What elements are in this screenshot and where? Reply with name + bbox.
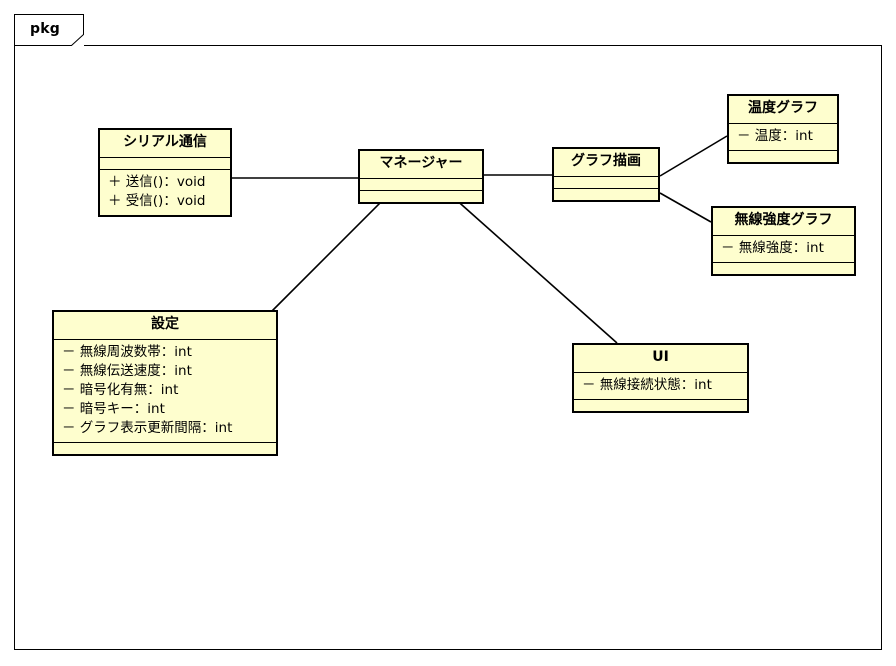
attributes-compartment-settings: － 無線周波数帯：int － 無線伝送速度：int － 暗号化有無：int － … (54, 340, 276, 443)
class-separator (713, 234, 854, 236)
class-separator (713, 261, 854, 263)
class-name-ui: UI (652, 349, 669, 365)
attribute-item: － 暗号キー：int (62, 400, 165, 417)
attribute-item: － 暗号化有無：int (62, 381, 179, 398)
attributes-compartment-rssi-graph: － 無線強度：int (713, 236, 854, 262)
class-name-temp-graph: 温度グラフ (748, 100, 818, 116)
operations-compartment-settings (54, 443, 276, 454)
operations-compartment-graphdraw (554, 189, 658, 200)
attribute-item: － 無線伝送速度：int (62, 362, 192, 379)
package-frame: pkg (14, 14, 884, 652)
class-separator (100, 168, 230, 170)
attribute-item: － 無線周波数帯：int (62, 343, 192, 360)
operation-item: ＋ 受信()：void (108, 192, 206, 209)
package-tab-shape (14, 14, 84, 46)
class-box-temp-graph[interactable]: 温度グラフ － 温度：int (727, 94, 839, 164)
operations-compartment-rssi-graph (713, 263, 854, 274)
class-separator (360, 189, 482, 191)
class-separator (574, 371, 747, 373)
attribute-item: － 無線強度：int (721, 239, 824, 256)
class-separator (554, 175, 658, 177)
package-tab: pkg (14, 14, 84, 46)
package-tab-label: pkg (30, 21, 60, 37)
package-body (14, 45, 882, 650)
class-box-rssi-graph[interactable]: 無線強度グラフ － 無線強度：int (711, 206, 856, 276)
class-separator (100, 156, 230, 158)
class-box-settings[interactable]: 設定 － 無線周波数帯：int － 無線伝送速度：int － 暗号化有無：int… (52, 310, 278, 457)
class-name-manager: マネージャー (379, 155, 463, 171)
class-name-rssi-graph: 無線強度グラフ (734, 212, 833, 228)
attribute-item: － グラフ表示更新間隔：int (62, 420, 233, 437)
package-top-border (84, 45, 882, 46)
class-separator (54, 338, 276, 340)
operation-item: ＋ 送信()：void (108, 173, 206, 190)
operations-compartment-temp-graph (729, 151, 837, 162)
class-separator (729, 122, 837, 124)
class-separator (729, 149, 837, 151)
class-separator (360, 177, 482, 179)
class-name-settings: 設定 (151, 316, 179, 332)
attribute-item: － 無線接続状態：int (582, 376, 712, 393)
attributes-compartment-manager (360, 179, 482, 190)
operations-compartment-manager (360, 191, 482, 202)
attributes-compartment-temp-graph: － 温度：int (729, 124, 837, 150)
operations-compartment-ui (574, 400, 747, 411)
class-separator (574, 398, 747, 400)
class-box-ui[interactable]: UI － 無線接続状態：int (572, 343, 749, 413)
class-name-serial: シリアル通信 (123, 134, 207, 150)
attributes-compartment-serial (100, 158, 230, 169)
attributes-compartment-ui: － 無線接続状態：int (574, 373, 747, 399)
class-name-graphdraw: グラフ描画 (571, 153, 641, 169)
class-separator (54, 442, 276, 444)
attributes-compartment-graphdraw (554, 177, 658, 188)
attribute-item: － 温度：int (737, 127, 813, 144)
class-box-graphdraw[interactable]: グラフ描画 (552, 147, 660, 202)
operations-compartment-serial: ＋ 送信()：void ＋ 受信()：void (100, 170, 230, 215)
class-box-manager[interactable]: マネージャー (358, 149, 484, 204)
class-box-serial[interactable]: シリアル通信 ＋ 送信()：void ＋ 受信()：void (98, 128, 232, 217)
class-separator (554, 187, 658, 189)
